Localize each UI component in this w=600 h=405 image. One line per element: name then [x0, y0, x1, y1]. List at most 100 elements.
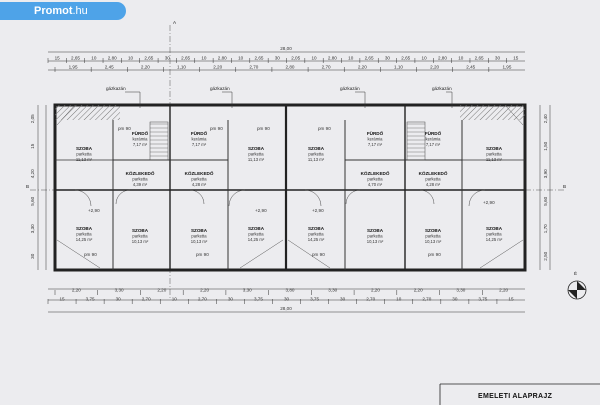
room-area: 10,13 m² [132, 239, 149, 244]
right-dim-6: 2,50 [543, 251, 548, 260]
room-area: 14,25 m² [76, 237, 93, 242]
room-area: 7,17 m² [426, 142, 441, 147]
top-dim1-26: 15 [513, 56, 519, 61]
top-dim1-1: 15 [55, 56, 61, 61]
top-dim1-4: 2,80 [108, 56, 117, 61]
room-area: 14,25 m² [248, 237, 265, 242]
room-floor: parketta [367, 177, 383, 182]
pm-label-1: pm 90 [118, 126, 131, 131]
level-markers: +2,90 +2,90 +2,90 +2,90 [88, 200, 495, 213]
bot-dim2-5: 10 [172, 297, 178, 302]
room-floor: kerámia [192, 137, 208, 142]
room-name: SZOBA [308, 226, 325, 231]
brand-name: Promot [34, 5, 73, 17]
top-dim2-13: 1,95 [502, 65, 511, 70]
bot-dim2-9: 30 [284, 297, 290, 302]
level-2: +2,90 [255, 208, 267, 213]
room-area: 4,70 m² [368, 182, 383, 187]
bot-dim1-5: 3,30 [243, 288, 252, 293]
top-dim1-20: 2,65 [401, 56, 410, 61]
bot-dim2-12: 2,70 [366, 297, 375, 302]
top-dim2-3: 2,20 [141, 65, 150, 70]
top-total-label: 28,00 [280, 46, 292, 51]
pm-label-4: pm 90 [318, 126, 331, 131]
room-floor: parketta [367, 234, 383, 239]
bot-dim2-17: 15 [508, 297, 514, 302]
room-name: SZOBA [367, 228, 384, 233]
gas-label-3: gázkazán [340, 86, 360, 91]
bot-dim2-2: 3,75 [86, 297, 95, 302]
right-dim-1: 2,40 [543, 114, 548, 123]
section-b-label-left: B [26, 184, 29, 189]
bot-dim2-16: 3,75 [478, 297, 487, 302]
room-area: 7,17 m² [133, 142, 148, 147]
room-name: SZOBA [486, 146, 503, 151]
bot-dim2-10: 3,75 [310, 297, 319, 302]
left-dim-3: 4,20 [30, 169, 35, 178]
room-floor: parketta [191, 177, 207, 182]
room-name: SZOBA [486, 226, 503, 231]
top-dim2-1: 1,95 [69, 65, 78, 70]
section-a-label: A [173, 20, 177, 25]
bot-dim2-7: 30 [228, 297, 234, 302]
room-floor: parketta [76, 232, 92, 237]
pm-label-8: pm 90 [428, 252, 441, 257]
room-area: 10,13 m² [191, 239, 208, 244]
top-dim2-6: 2,70 [249, 65, 258, 70]
top-dim1-10: 2,80 [218, 56, 227, 61]
room-area: 4,28 m² [426, 182, 441, 187]
top-dim1-6: 2,65 [144, 56, 153, 61]
room-area: 10,13 m² [425, 239, 442, 244]
room-floor: kerámia [368, 137, 384, 142]
right-dims: 2,401,503,905,601,702,50 [543, 114, 548, 261]
room-area: 10,13 m² [367, 239, 384, 244]
section-b-label-right: B [563, 184, 566, 189]
room-name: FÜRDŐ [367, 130, 384, 136]
door-swings [74, 189, 486, 207]
top-dim1-12: 2,65 [255, 56, 264, 61]
room-name: FÜRDŐ [132, 130, 149, 136]
bot-dim1-1: 2,20 [72, 288, 81, 293]
room-area: 4,39 m² [133, 182, 148, 187]
left-dim-6: 30 [30, 253, 35, 259]
bottom-total-label: 28,00 [280, 306, 292, 311]
gas-label-1: gázkazán [106, 86, 126, 91]
top-dim1-25: 30 [495, 56, 501, 61]
top-dim1-21: 10 [422, 56, 428, 61]
promot-logo-badge[interactable]: Promot.hu [0, 2, 126, 20]
bot-dim1-8: 2,20 [371, 288, 380, 293]
bot-dim2-15: 30 [452, 297, 458, 302]
top-dim2-5: 2,20 [213, 65, 222, 70]
top-dim1-15: 10 [311, 56, 317, 61]
room-name: KÖZLEKEDŐ [126, 170, 155, 176]
left-dim-5: 3,30 [30, 224, 35, 233]
room-floor: parketta [425, 177, 441, 182]
level-4: +2,90 [483, 200, 495, 205]
room-floor: kerámia [133, 137, 149, 142]
gas-label-4: gázkazán [432, 86, 452, 91]
top-dim2-4: 1,10 [177, 65, 186, 70]
gas-boiler-leaders [125, 91, 453, 108]
bot-dim1-7: 3,30 [328, 288, 337, 293]
north-label: É [574, 270, 577, 276]
room-area: 11,13 m² [76, 157, 93, 162]
room-name: SZOBA [76, 146, 93, 151]
top-dim2-2: 2,45 [105, 65, 114, 70]
